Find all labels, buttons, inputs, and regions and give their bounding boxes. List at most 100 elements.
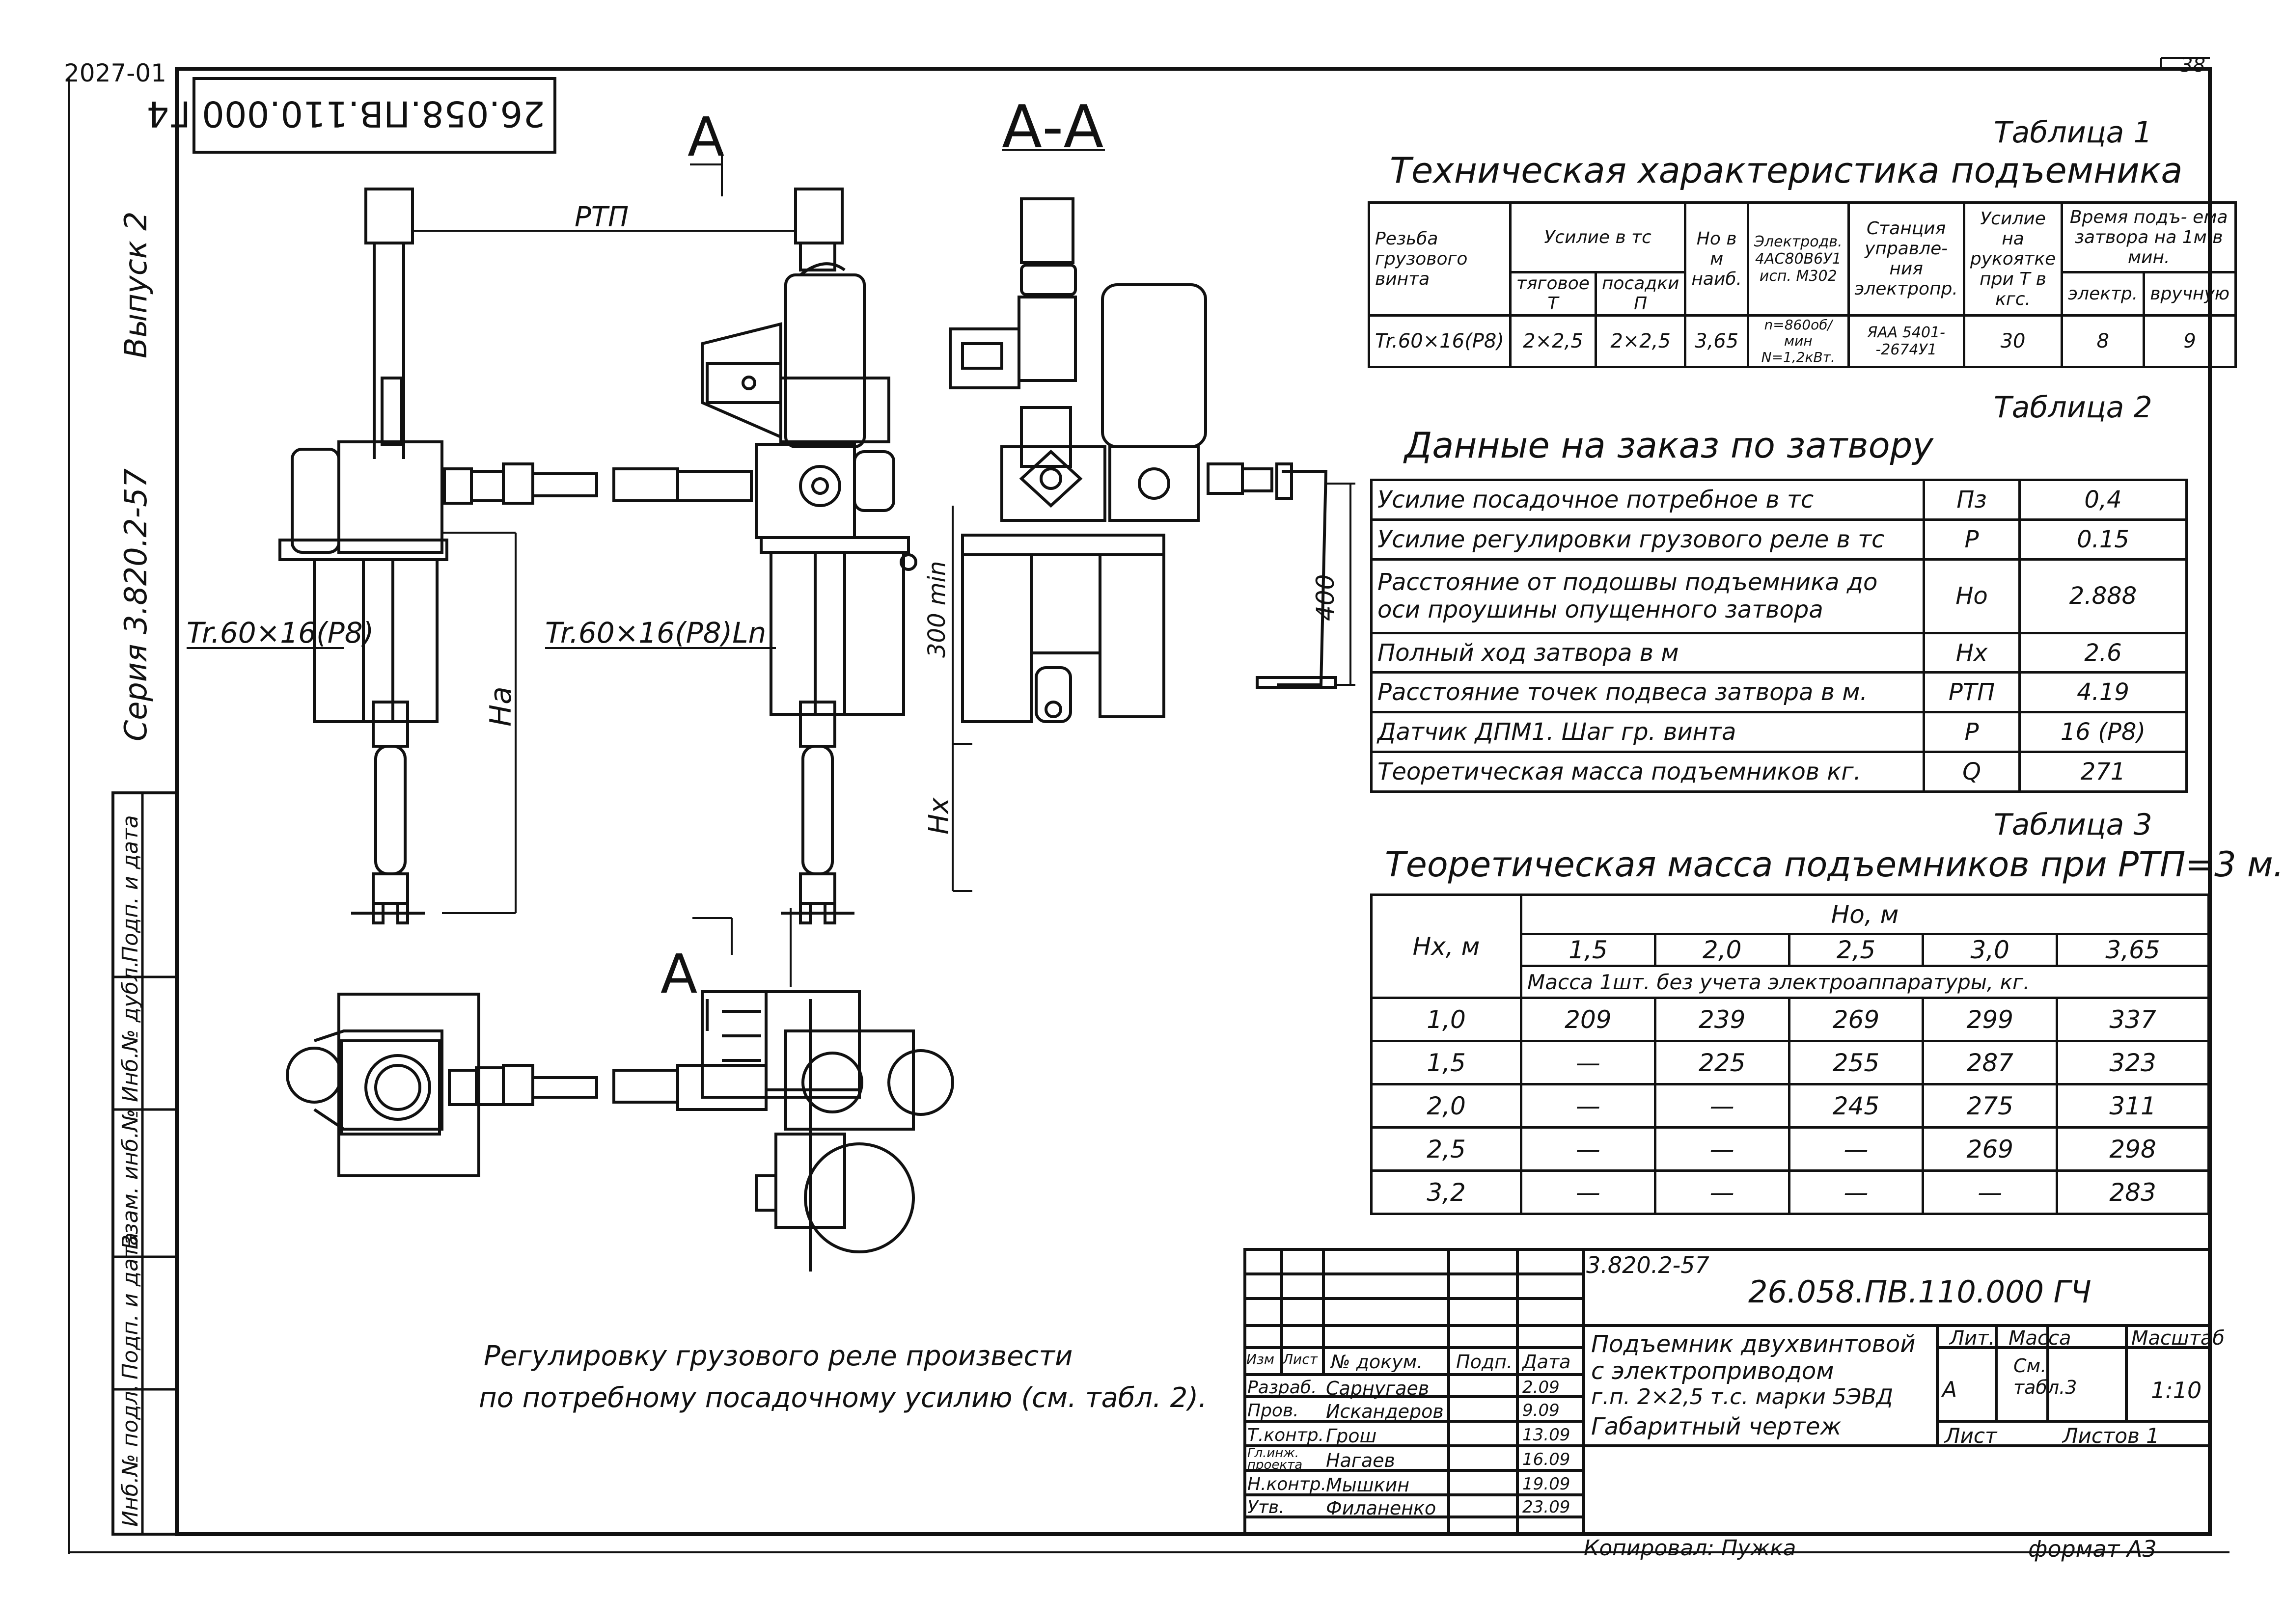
t2-name: Усилие регулировки грузового реле в тс (1370, 518, 1925, 561)
tb-role: Утв. (1247, 1497, 1285, 1517)
strip-cell-1: Подп. и дата (118, 815, 143, 962)
t2-val: 16 (Р8) (2018, 711, 2188, 754)
t3-val: 311 (2056, 1083, 2210, 1129)
t3-val: — (1520, 1169, 1656, 1215)
t2-sym: Hx (1923, 631, 2021, 674)
tb-head-date: Дата (1522, 1351, 1571, 1373)
front-view (278, 188, 753, 924)
t3-hx: 1,0 (1370, 997, 1522, 1042)
t3-val: — (1520, 1040, 1656, 1085)
t3-val: — (1922, 1169, 2059, 1215)
t3-row: 3,2————283 (1370, 1169, 2210, 1215)
tb-role: Разраб. (1247, 1378, 1317, 1398)
tb-mass: См. табл.3 (2013, 1355, 2077, 1398)
tb-head-izm: Изм (1246, 1351, 1274, 1367)
t2-row: Расстояние от подошвы подъемника до оси … (1370, 558, 2188, 634)
t3-val: 299 (1922, 997, 2059, 1042)
tb-person: Искандеров (1326, 1401, 1444, 1422)
t3-val: 209 (1520, 997, 1656, 1042)
t1-set: 2×2,5 (1594, 314, 1687, 369)
t1-manual: 9 (2143, 314, 2237, 369)
t1-motor: n=860об/мин N=1,2кВт. (1746, 314, 1850, 369)
strip-cell-3: Взам. инб.№ (118, 1109, 143, 1249)
t2-val: 2.888 (2018, 558, 2188, 634)
tb-person: Филаненко (1326, 1497, 1436, 1519)
t2-sym: Р (1923, 711, 2021, 754)
t2-val: 0.15 (2018, 518, 2188, 561)
t3-val: 287 (1922, 1040, 2059, 1085)
t2-sym: РТП (1923, 671, 2021, 714)
t3-val: — (1653, 1169, 1790, 1215)
t2-sym: Ho (1923, 558, 2021, 634)
t2-row: Расстояние точек подвеса затвора в м.РТП… (1370, 671, 2188, 714)
tb-series: 3.820.2-57 (1586, 1252, 1709, 1278)
crank-label: 400 (1311, 574, 1340, 621)
section-view (949, 197, 1337, 723)
t3-col: 1,5 (1520, 933, 1656, 967)
t2-val: 0,4 (2018, 479, 2188, 521)
tb-role: Пров. (1247, 1401, 1299, 1421)
note-line-2: по потребному посадочному усилию (см. та… (479, 1382, 1207, 1414)
vypusk-label: Выпуск 2 (118, 211, 154, 358)
t3-hx: 1,5 (1370, 1040, 1522, 1085)
title-block-grid (1243, 1248, 2211, 1536)
section-title: А-А (1002, 93, 1104, 162)
rtp-label: РТП (575, 201, 629, 233)
t3-hx-header: Hx, м (1370, 893, 1522, 999)
dimension-lines (187, 149, 1355, 987)
tb-lit-label: Лит. (1950, 1327, 1995, 1350)
t3-subheader: Масса 1шт. без учета электроаппаратуры, … (1520, 965, 2210, 999)
t3-val: 269 (1788, 997, 1925, 1042)
t1-head-manual: вручную (2143, 271, 2237, 317)
middle-view (701, 188, 917, 924)
thread-mid-label: Tr.60×16(Р8)Ln (545, 616, 767, 650)
footer-format: формат А3 (2028, 1536, 2157, 1562)
t1-ho: 3,65 (1684, 314, 1749, 369)
t3-val: — (1653, 1083, 1790, 1129)
tb-name-2: с электроприводом (1591, 1357, 1834, 1385)
tb-date: 19.09 (1522, 1474, 1570, 1494)
t3-col: 3,65 (2056, 933, 2210, 967)
tb-sheet-label: Лист (1945, 1424, 1997, 1448)
tb-role: Н.контр. (1247, 1474, 1327, 1494)
note-line-1: Регулировку грузового реле произвести (484, 1340, 1073, 1372)
tb-sheets-label: Листов 1 (2063, 1424, 2159, 1448)
footer-copied: Копировал: Пужка (1584, 1536, 1796, 1561)
t1-head-time: Время подъ- ема затвора на 1м в мин. (2061, 201, 2237, 273)
t1-thread: Tr.60×16(Р8) (1368, 314, 1512, 369)
tb-role: Т.контр. (1247, 1425, 1324, 1445)
tb-name-4: Габаритный чертеж (1591, 1413, 1842, 1440)
t3-col: 2,0 (1653, 933, 1790, 967)
tb-mass-label: Масса (2009, 1327, 2071, 1350)
t1-head-thread: Резьба грузового винта (1368, 201, 1512, 317)
t2-sym: Р (1923, 518, 2021, 561)
t3-val: — (1788, 1169, 1925, 1215)
sheet-number: 38 (2180, 54, 2205, 77)
t3-val: — (1520, 1083, 1656, 1129)
t1-station: ЯАА 5401- -2674У1 (1847, 314, 1965, 369)
rotated-stamp: 26.058.ПВ.110.000 Г4 (146, 93, 545, 135)
tb-lit: А (1942, 1377, 1957, 1402)
table3: Hx, м Ho, м 1,5 2,0 2,5 3,0 3,65 Масса 1… (1370, 893, 2210, 1215)
tb-date: 9.09 (1522, 1401, 1560, 1420)
t1-handle: 30 (1962, 314, 2064, 369)
t3-val: — (1788, 1126, 1925, 1172)
t2-name: Теоретическая масса подъемников кг. (1370, 751, 1925, 793)
tb-person: Нагаев (1326, 1450, 1395, 1471)
t3-val: 323 (2056, 1040, 2210, 1085)
t2-sym: Q (1923, 751, 2021, 793)
t2-val: 271 (2018, 751, 2188, 793)
t3-col: 2,5 (1788, 933, 1925, 967)
section-mark-top: А (688, 106, 725, 168)
strip-cell-5: Инб.№ подл. (118, 1384, 143, 1527)
t3-val: 337 (2056, 997, 2210, 1042)
tb-head-doc: № докум. (1331, 1351, 1423, 1373)
